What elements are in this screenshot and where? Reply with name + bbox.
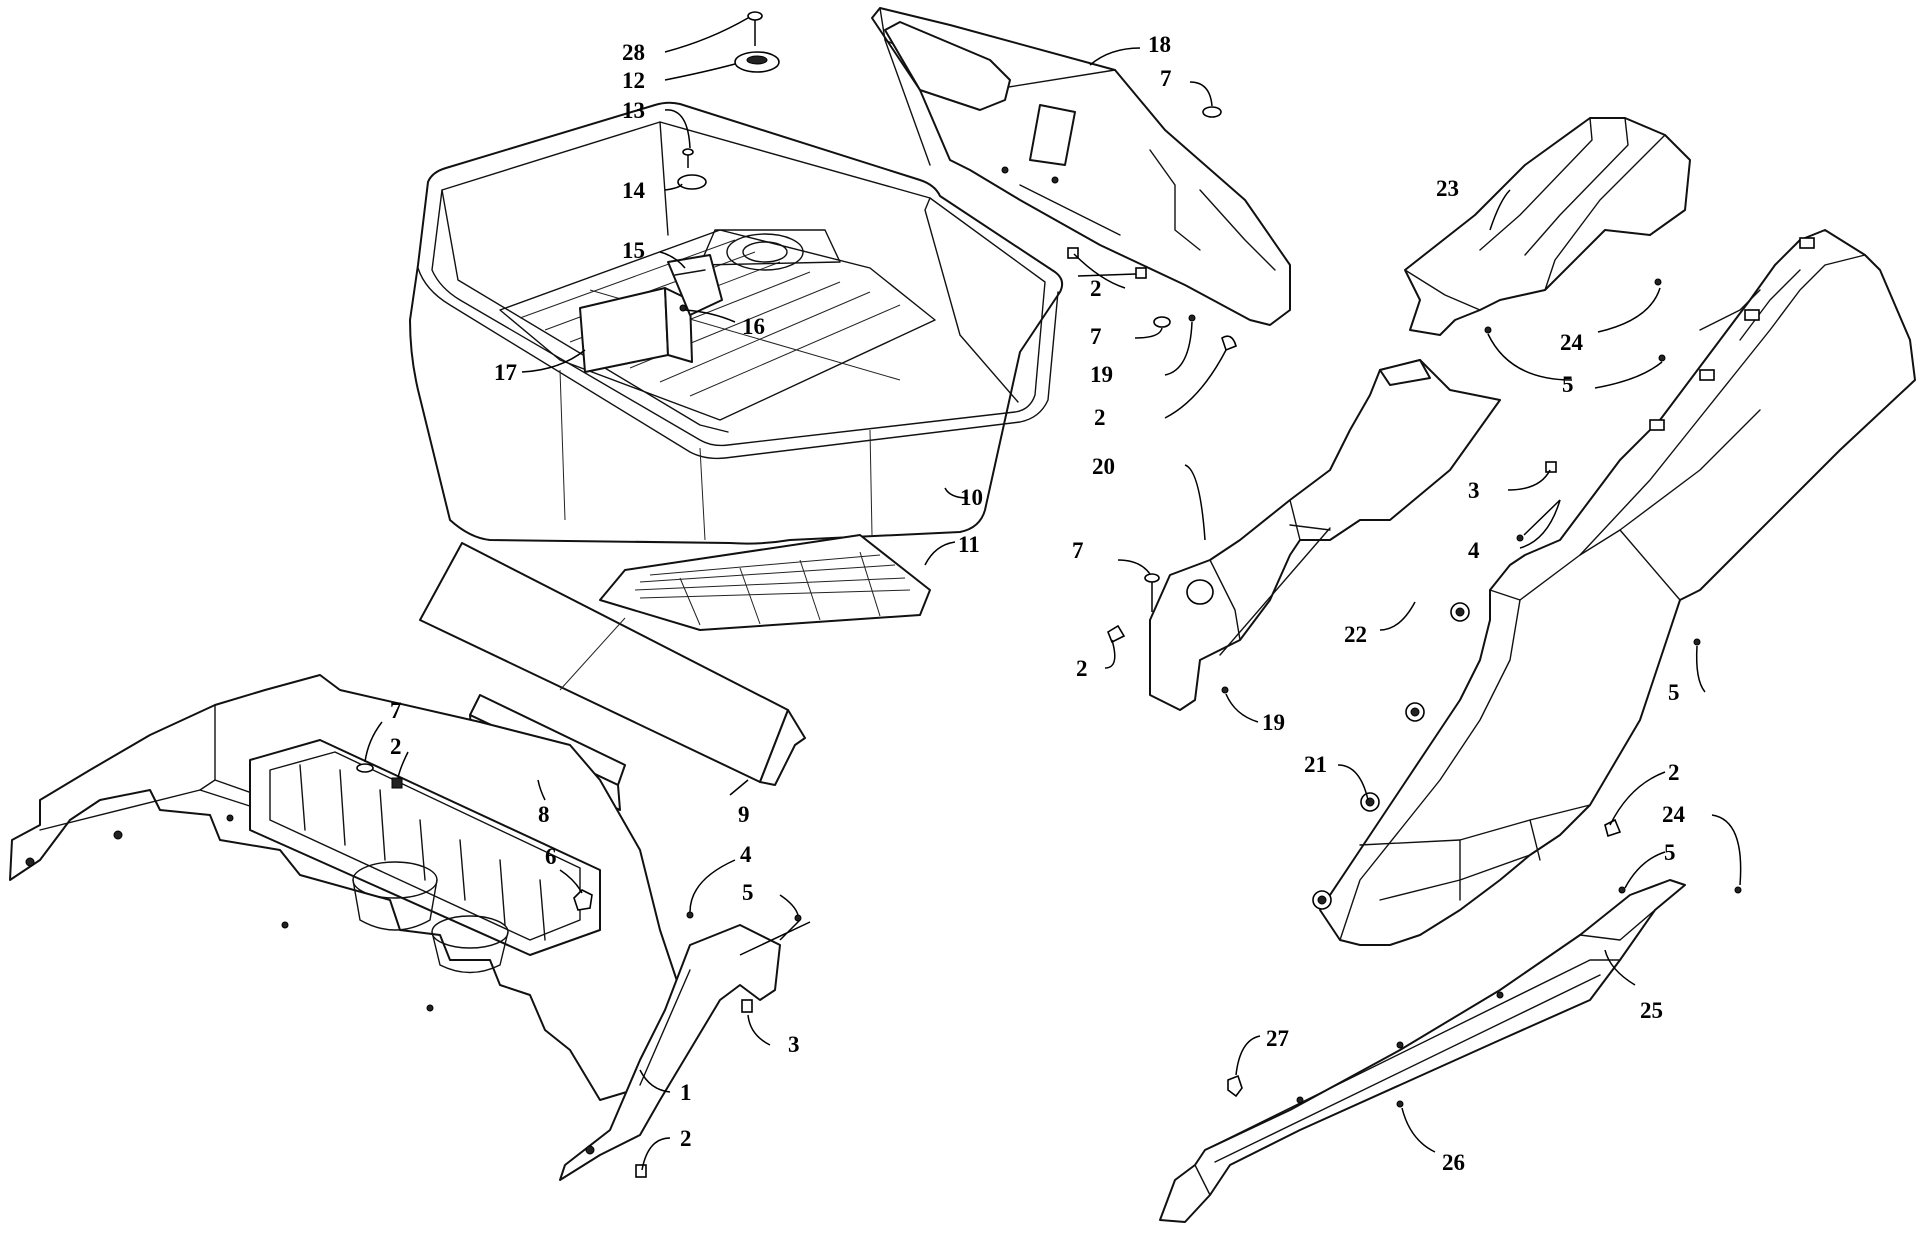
callout-3-side: 3 [1468, 478, 1480, 503]
callout-9: 9 [738, 802, 750, 827]
callout-6: 6 [545, 844, 557, 869]
callout-10: 10 [960, 485, 983, 510]
callout-2-seatback-lower: 2 [1094, 405, 1106, 430]
part-25-lower-rocker-panel [1159, 879, 1686, 1223]
callout-25: 25 [1640, 998, 1663, 1023]
callout-19-side-panel: 19 [1262, 710, 1285, 735]
callout-13: 13 [622, 98, 645, 123]
callout-28: 28 [622, 40, 645, 65]
callout-1: 1 [680, 1080, 692, 1105]
callout-27: 27 [1266, 1026, 1289, 1051]
callout-11: 11 [958, 532, 980, 557]
callout-17: 17 [494, 360, 517, 385]
callout-14: 14 [622, 178, 646, 203]
callout-22: 22 [1344, 622, 1367, 647]
callout-24-lower: 24 [1662, 802, 1686, 827]
callout-16: 16 [742, 314, 765, 339]
callout-5-console: 5 [742, 880, 754, 905]
callout-8: 8 [538, 802, 550, 827]
callout-20: 20 [1092, 454, 1115, 479]
part-1-rear-console [9, 674, 781, 1181]
part-23-upper-cover [1404, 117, 1691, 336]
leader-lines [364, 17, 1742, 1171]
callout-labels: 28 12 13 14 15 16 17 10 11 9 8 7 2 6 4 5… [390, 32, 1686, 1175]
callout-15: 15 [622, 238, 645, 263]
callout-4-console: 4 [740, 842, 752, 867]
callout-2-side-panel: 2 [1076, 656, 1088, 681]
hardware-fasteners [356, 11, 1742, 1178]
callout-3-console: 3 [788, 1032, 800, 1057]
callout-24-upper: 24 [1560, 330, 1584, 355]
callout-12: 12 [622, 68, 645, 93]
part-10-storage-tub [409, 101, 1064, 545]
callout-21: 21 [1304, 752, 1327, 777]
part-21-large-side-panel [1312, 229, 1916, 946]
callout-5-lower: 5 [1664, 840, 1676, 865]
part-9-storage-lid [419, 542, 806, 786]
callout-2-console: 2 [390, 734, 402, 759]
callout-23: 23 [1436, 176, 1459, 201]
callout-4-side: 4 [1468, 538, 1480, 563]
callout-18: 18 [1148, 32, 1171, 57]
callout-26: 26 [1442, 1150, 1465, 1175]
callout-2-console-bottom: 2 [680, 1126, 692, 1151]
part-20-side-panel [1149, 359, 1501, 711]
callout-7-seatback-lower: 7 [1090, 324, 1102, 349]
callout-5-right: 5 [1668, 680, 1680, 705]
callout-7-seatback: 7 [1160, 66, 1172, 91]
callout-7-console: 7 [390, 698, 402, 723]
callout-2-lower: 2 [1668, 760, 1680, 785]
part-18-seat-back-panel [871, 7, 1291, 326]
callout-5-upper: 5 [1562, 372, 1574, 397]
callout-7-side-panel: 7 [1072, 538, 1084, 563]
callout-2-seatback: 2 [1090, 276, 1102, 301]
part-11-floor-mat [599, 534, 931, 631]
callout-19-seatback: 19 [1090, 362, 1113, 387]
